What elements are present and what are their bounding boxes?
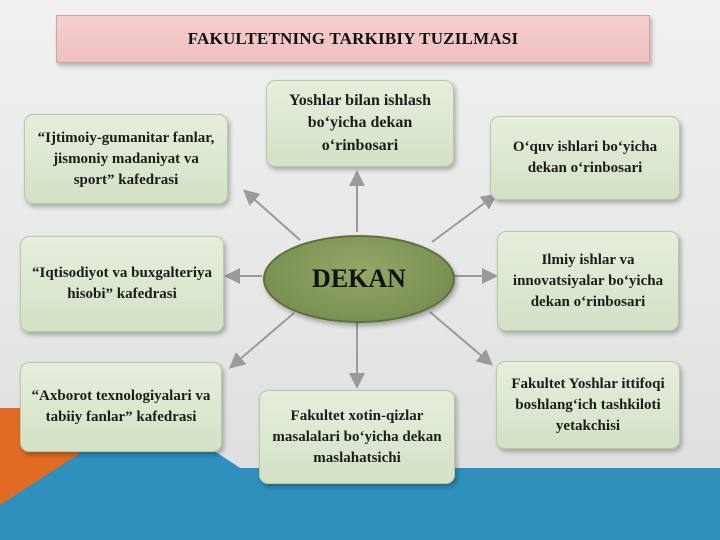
- box-humanities-department: “Ijtimoiy-gumanitar fanlar, jismoniy mad…: [24, 114, 228, 204]
- box-youth-union-leader: Fakultet Yoshlar ittifoqi boshlang‘ich t…: [496, 361, 680, 449]
- box-economics-department: “Iqtisodiyot va buxgalteriya hisobi” kaf…: [20, 236, 224, 332]
- arrow-to-bottom-left: [228, 312, 295, 369]
- box-youth-deputy-dean: Yoshlar bilan ishlash bo‘yicha dekan o‘r…: [266, 80, 454, 167]
- arrow-to-bottom-right: [429, 311, 494, 366]
- box-women-affairs-advisor: Fakultet xotin-qizlar masalalari bo‘yich…: [259, 390, 455, 484]
- box-academic-deputy-dean: O‘quv ishlari bo‘yicha dekan o‘rinbosari: [490, 116, 680, 200]
- arrow-to-top-right: [431, 193, 498, 243]
- dean-center-node: DEKAN: [263, 235, 455, 323]
- box-research-deputy-dean: Ilmiy ishlar va innovatsiyalar bo‘yicha …: [497, 231, 679, 331]
- page-title: FAKULTETNING TARKIBIY TUZILMASI: [56, 15, 650, 63]
- arrow-to-top-left: [243, 189, 301, 241]
- box-it-department: “Axborot texnologiyalari va tabiiy fanla…: [20, 362, 222, 452]
